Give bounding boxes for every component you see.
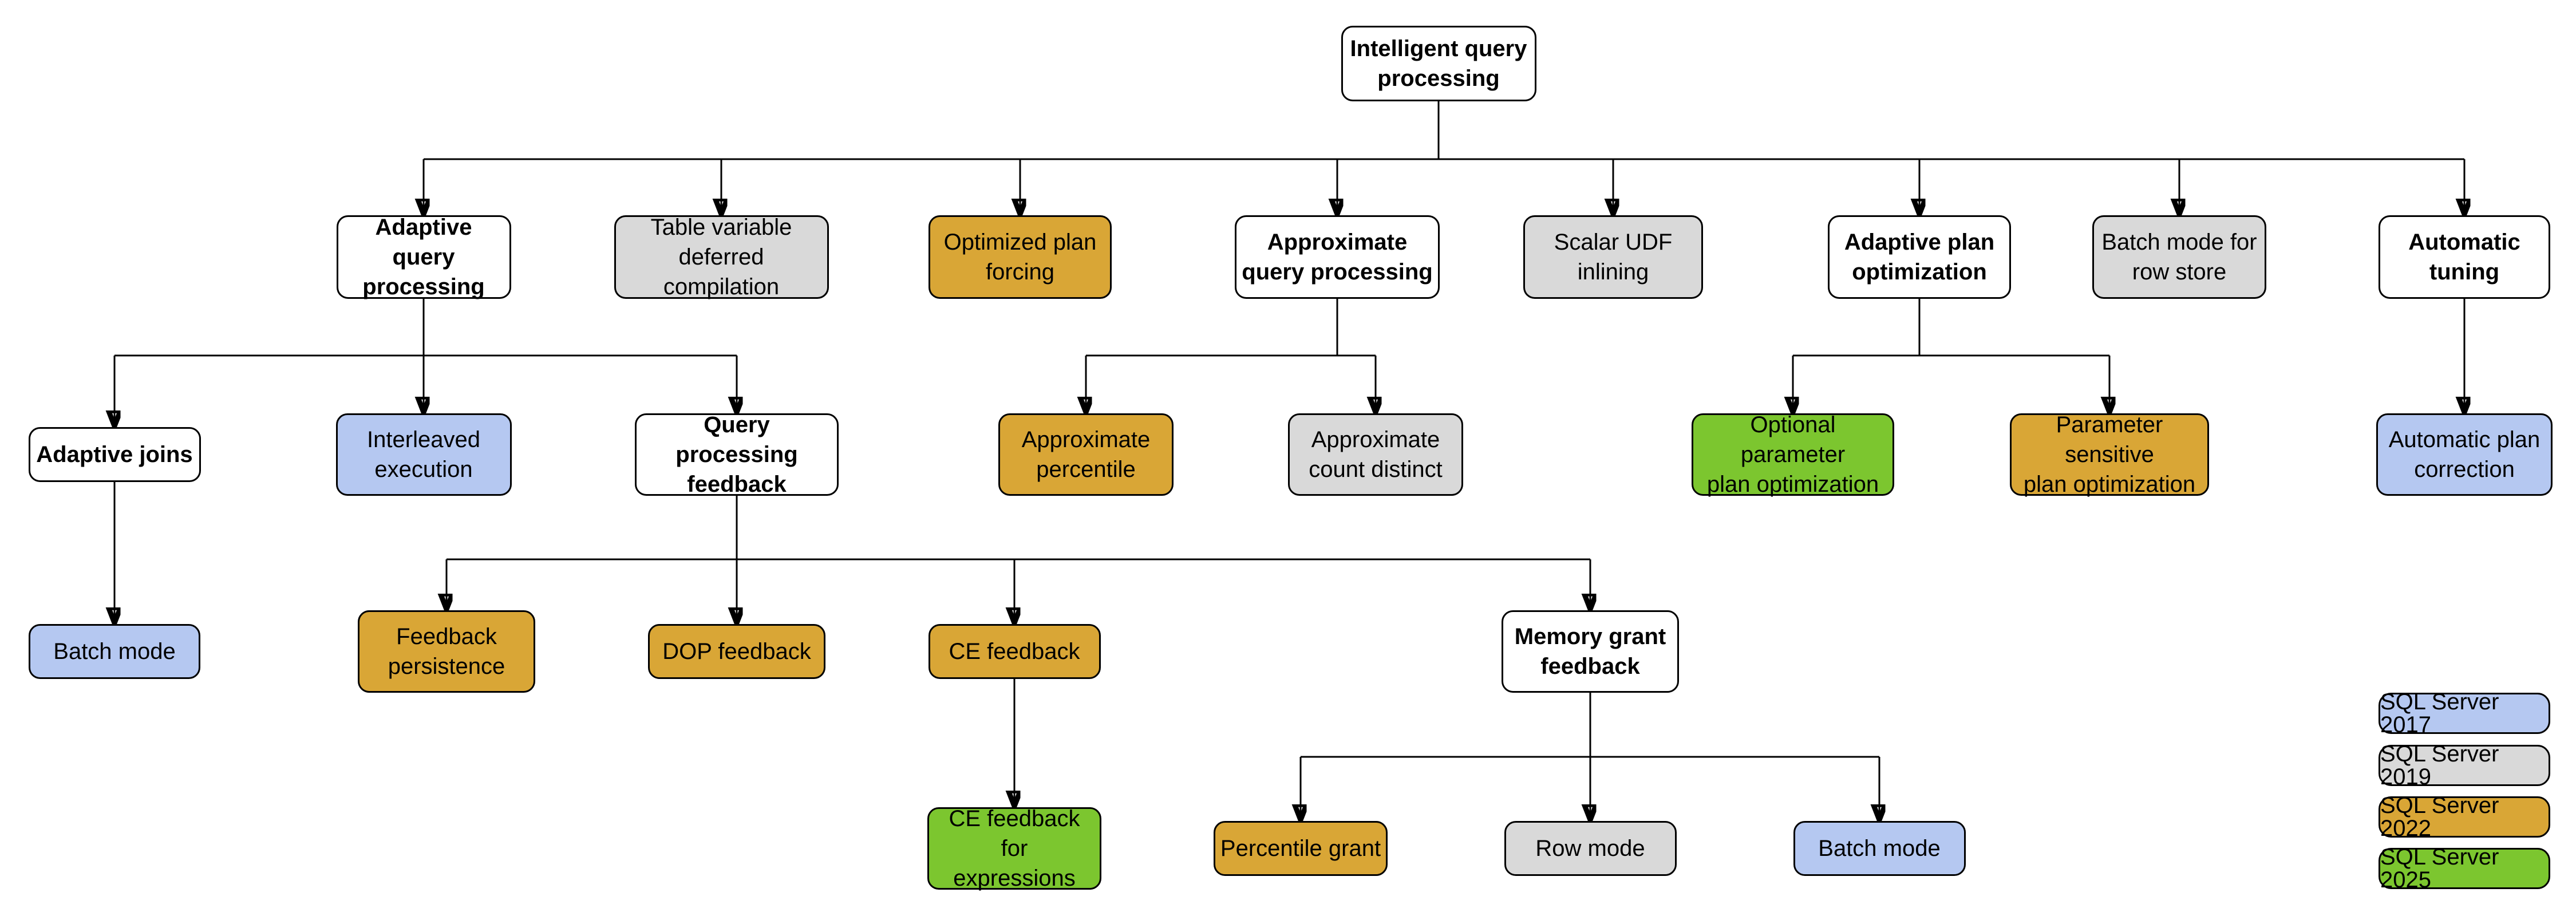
node-batch-mode: Batch mode (1793, 821, 1966, 876)
node-label: Percentile grant (1220, 836, 1381, 861)
node-label: Memory grant feedback (1514, 624, 1666, 679)
node-approximate-query-processing: Approximate query processing (1235, 215, 1440, 299)
node-label: Adaptive joins (36, 442, 193, 467)
node-ce-feedback-for-expressions: CE feedback for expressions (927, 806, 1101, 891)
node-row-mode: Row mode (1504, 821, 1677, 876)
node-adaptive-query-processing: Adaptive query processing (336, 215, 511, 299)
node-adaptive-joins: Adaptive joins (28, 427, 201, 482)
node-label: Adaptive plan optimization (1844, 230, 1995, 285)
node-label: DOP feedback (662, 639, 811, 664)
node-label: Query processing feedback (675, 412, 798, 497)
node-label: CE feedback for expressions (949, 806, 1080, 891)
node-label: Parameter sensitive plan optimization (2023, 412, 2196, 497)
node-label: Adaptive query processing (362, 215, 485, 299)
node-label: Approximate percentile (1021, 427, 1151, 482)
node-adaptive-plan-optimization: Adaptive plan optimization (1828, 215, 2011, 299)
legend-label: SQL Server 2017 (2380, 689, 2499, 737)
node-parameter-sensitive-plan-optimization: Parameter sensitive plan optimization (2010, 412, 2209, 497)
legend-label: SQL Server 2019 (2380, 741, 2499, 789)
node-label: Optional parameter plan optimization (1706, 412, 1879, 497)
node-label: Scalar UDF inlining (1554, 230, 1673, 285)
node-label: Approximate count distinct (1309, 427, 1443, 482)
node-intelligent-query-processing: Intelligent query processing (1341, 26, 1536, 101)
node-label: Optimized plan forcing (943, 230, 1097, 285)
node-label: Batch mode (53, 639, 176, 664)
node-query-processing-feedback: Query processing feedback (635, 412, 839, 497)
node-batch-mode-for-row-store: Batch mode for row store (2092, 215, 2266, 299)
node-dop-feedback: DOP feedback (648, 624, 825, 679)
node-table-variable-deferred-compilation: Table variable deferred compilation (614, 215, 829, 299)
node-label: Interleaved execution (367, 427, 480, 482)
node-label: Feedback persistence (388, 624, 505, 679)
node-label: Intelligent query processing (1350, 36, 1527, 91)
node-scalar-udf-inlining: Scalar UDF inlining (1523, 215, 1703, 299)
legend-label: SQL Server 2025 (2380, 844, 2499, 893)
node-label: Automatic tuning (2408, 230, 2520, 285)
legend-label: SQL Server 2022 (2380, 793, 2499, 841)
node-approximate-percentile: Approximate percentile (998, 413, 1174, 496)
node-approximate-count-distinct: Approximate count distinct (1288, 413, 1463, 496)
node-label: CE feedback (949, 639, 1080, 664)
node-ce-feedback: CE feedback (928, 624, 1101, 679)
node-label: Table variable deferred compilation (650, 215, 792, 299)
node-feedback-persistence: Feedback persistence (358, 610, 535, 693)
node-interleaved-execution: Interleaved execution (335, 413, 512, 496)
legend-item-sql-server-2019: SQL Server 2019 (2379, 741, 2550, 789)
legend-item-sql-server-2022: SQL Server 2022 (2379, 793, 2550, 841)
node-label: Approximate query processing (1242, 230, 1433, 285)
node-optimized-plan-forcing: Optimized plan forcing (929, 215, 1112, 299)
legend-item-sql-server-2025: SQL Server 2025 (2379, 844, 2550, 893)
node-batch-mode: Batch mode (29, 624, 200, 679)
legend-item-sql-server-2017: SQL Server 2017 (2379, 689, 2550, 737)
node-label: Row mode (1535, 836, 1645, 861)
node-automatic-tuning: Automatic tuning (2379, 215, 2550, 299)
node-percentile-grant: Percentile grant (1214, 821, 1388, 876)
node-automatic-plan-correction: Automatic plan correction (2376, 413, 2553, 496)
node-label: Batch mode for row store (2101, 230, 2257, 285)
node-optional-parameter-plan-optimization: Optional parameter plan optimization (1692, 412, 1894, 497)
node-memory-grant-feedback: Memory grant feedback (1502, 610, 1679, 693)
node-label: Automatic plan correction (2388, 427, 2541, 482)
node-label: Batch mode (1818, 836, 1941, 861)
